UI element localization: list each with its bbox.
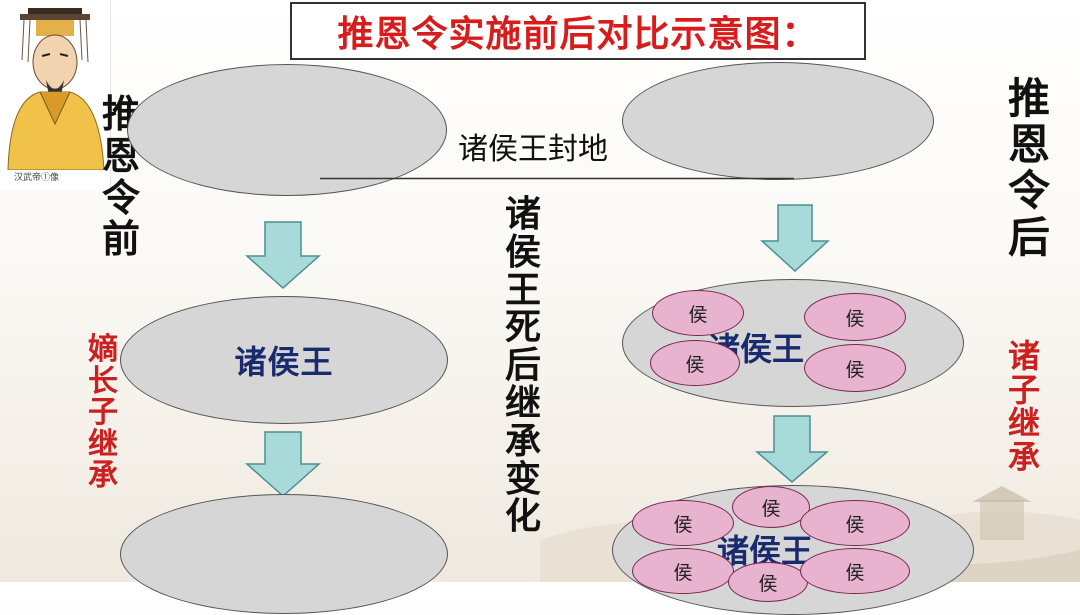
marquis-oval: 侯 [652,290,744,336]
center-label-char: 诸 [505,194,542,235]
right-label-char: 恩 [1008,120,1051,170]
marquis-label: 侯 [845,358,865,381]
left-red-char: 嫡 [88,332,118,367]
right-red-char: 承 [1008,437,1041,476]
emperor-portrait: 汉武帝①像 [0,0,111,190]
portrait-caption: 汉武帝①像 [14,173,60,183]
emperor-portrait-image [7,8,105,171]
center-label-char: 王 [505,269,542,311]
left-red-char: 承 [88,458,118,493]
center-label-char: 侯 [505,231,542,273]
page-title: 推恩令实施前后对比示意图： [337,14,819,55]
right-red-label: 诸 子 继 承 [1008,337,1041,476]
left-prince-ellipse: 诸侯王 [120,296,448,424]
left-red-char: 子 [88,395,118,430]
right-red-char: 子 [1008,370,1041,409]
marquis-label: 侯 [673,513,693,536]
fief-label: 诸侯王封地 [458,132,608,167]
left-red-char: 长 [88,363,118,399]
center-label-char: 后 [505,345,542,387]
fief-divider-line [320,177,794,180]
center-label-char: 化 [505,496,542,538]
marquis-label: 侯 [761,497,781,520]
marquis-oval: 侯 [632,500,734,546]
marquis-oval: 侯 [732,486,810,528]
marquis-label: 侯 [758,572,778,595]
left-red-char: 继 [88,426,118,462]
left-prince-label: 诸侯王 [234,343,334,381]
right-label-char: 后 [1008,212,1051,262]
right-down-arrow [760,204,830,273]
marquis-oval: 侯 [800,548,910,594]
left-down-arrow [245,431,321,498]
center-vertical-label: 诸 侯 王 死 后 继 承 变 化 [505,196,541,536]
right-down-arrow [755,415,829,483]
center-label-char: 变 [505,458,542,500]
right-red-char: 诸 [1008,337,1041,375]
right-fief-ellipse [622,62,934,180]
center-label-char: 死 [505,307,542,349]
marquis-oval: 侯 [800,500,910,546]
marquis-oval: 侯 [728,562,808,602]
marquis-oval: 侯 [804,293,906,341]
marquis-label: 侯 [673,561,693,584]
left-fief-ellipse [127,64,447,196]
marquis-label: 侯 [685,353,705,376]
marquis-label: 侯 [688,303,708,326]
marquis-label: 侯 [845,307,865,330]
center-label-char: 承 [505,420,542,462]
left-label-char: 令 [102,175,141,220]
left-down-arrow [245,221,321,290]
title-box: 推恩令实施前后对比示意图： [290,2,866,60]
right-label-char: 推 [1008,74,1051,123]
marquis-label: 侯 [845,513,865,536]
left-bottom-ellipse [120,494,448,614]
marquis-label: 侯 [845,561,865,584]
marquis-oval: 侯 [804,344,906,392]
center-label-char: 继 [505,382,542,424]
right-vertical-label: 推 恩 令 后 [1008,74,1051,262]
right-red-char: 继 [1008,404,1041,443]
marquis-oval: 侯 [632,548,734,594]
right-label-char: 令 [1008,166,1051,216]
marquis-oval: 侯 [650,340,740,386]
left-red-label: 嫡 长 子 继 承 [88,334,118,492]
left-label-char: 前 [102,217,141,262]
